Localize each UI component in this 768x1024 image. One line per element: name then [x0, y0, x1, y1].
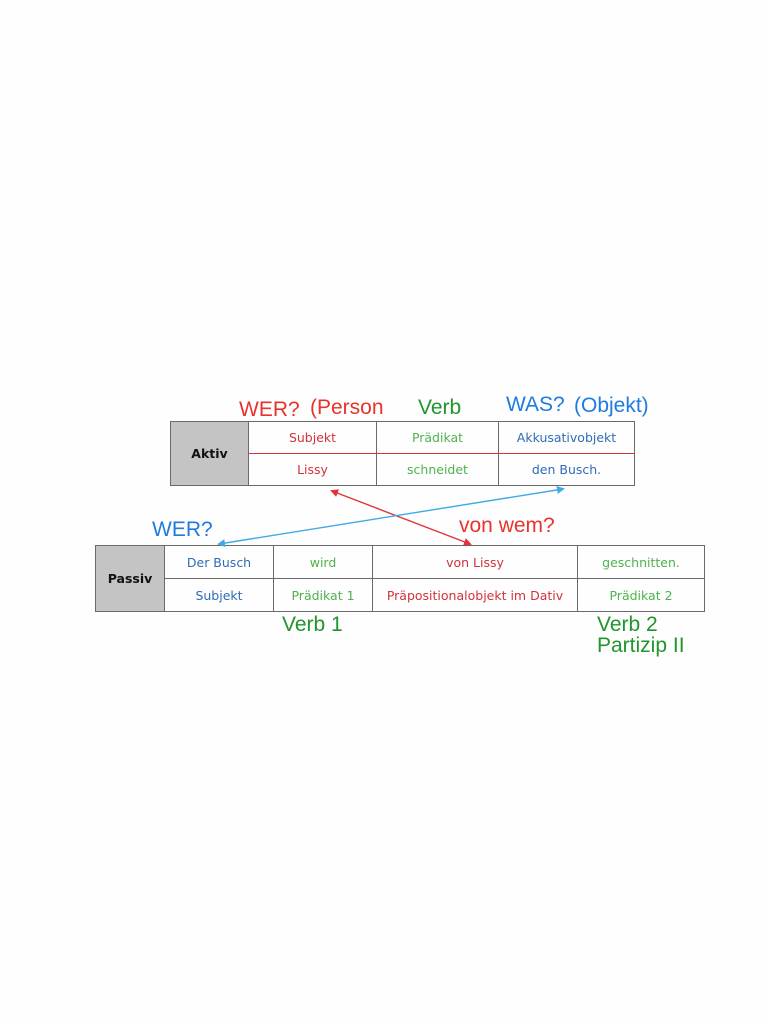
passiv-cell-geschnitten: geschnitten.: [577, 545, 705, 579]
aktiv-cell-den-busch: den Busch.: [498, 453, 635, 486]
passiv-row-words: Passiv Der Busch wird von Lissy geschnit…: [95, 545, 705, 612]
arrow-lissy-to-von-lissy: [330, 489, 472, 546]
passiv-cell-von-lissy: von Lissy: [372, 545, 578, 579]
aktiv-cell-akkusativobjekt: Akkusativobjekt: [498, 421, 635, 454]
passiv-cell-der-busch: Der Busch: [164, 545, 274, 579]
annotation-partizip-ii: Partizip II: [597, 634, 685, 657]
annotation-verb: Verb: [418, 396, 462, 419]
aktiv-cell-schneidet: schneidet: [376, 453, 499, 486]
passiv-row-roles: Subjekt Prädikat 1 Präpositionalobjekt i…: [96, 578, 705, 612]
passiv-cell-praepositionalobjekt: Präpositionalobjekt im Dativ: [372, 578, 578, 612]
annotation-verb-2: Verb 2: [597, 613, 658, 636]
passiv-cell-wird: wird: [273, 545, 373, 579]
passiv-table: Passiv Der Busch wird von Lissy geschnit…: [95, 545, 705, 612]
passiv-header: Passiv: [95, 545, 165, 612]
annotation-was: WAS?: [506, 393, 565, 416]
passiv-cell-praedikat-1: Prädikat 1: [273, 578, 373, 612]
annotation-person: (Person: [310, 396, 384, 419]
aktiv-header: Aktiv: [170, 421, 249, 486]
aktiv-cell-subjekt: Subjekt: [248, 421, 377, 454]
aktiv-table: Aktiv Subjekt Prädikat Akkusativobjekt L…: [170, 421, 635, 486]
annotation-verb-1: Verb 1: [282, 613, 343, 636]
annotation-objekt: (Objekt): [574, 394, 649, 417]
annotation-wer-passiv: WER?: [152, 518, 213, 541]
passiv-cell-praedikat-2: Prädikat 2: [577, 578, 705, 612]
aktiv-row-words: Lissy schneidet den Busch.: [171, 453, 635, 486]
annotation-wer-subject: WER?: [239, 398, 300, 421]
annotation-von-wem: von wem?: [459, 514, 555, 537]
aktiv-cell-praedikat: Prädikat: [376, 421, 499, 454]
passiv-cell-subjekt: Subjekt: [164, 578, 274, 612]
aktiv-row-roles: Aktiv Subjekt Prädikat Akkusativobjekt: [170, 421, 635, 486]
aktiv-cell-lissy: Lissy: [248, 453, 377, 486]
